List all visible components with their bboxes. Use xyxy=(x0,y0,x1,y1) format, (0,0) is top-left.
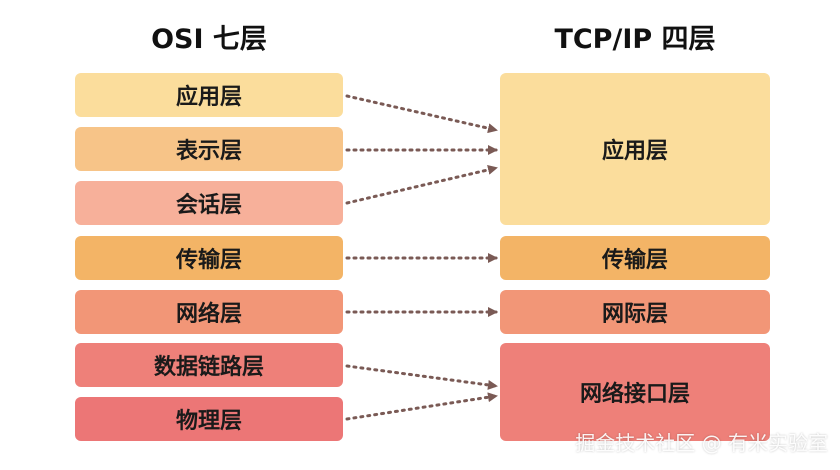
osi-title: OSI 七层 xyxy=(151,24,267,55)
arrow-session-to-application xyxy=(345,164,498,205)
tcpip-transport-layer: 传输层 xyxy=(500,236,770,280)
osi-application-layer: 应用层 xyxy=(75,73,343,117)
arrow-application-to-application xyxy=(345,94,498,134)
osi-datalink-layer: 数据链路层 xyxy=(75,343,343,387)
osi-presentation-layer: 表示层 xyxy=(75,127,343,171)
osi-physical-layer: 物理层 xyxy=(75,397,343,441)
arrow-physical-to-link xyxy=(345,392,498,421)
tcpip-title: TCP/IP 四层 xyxy=(554,24,716,55)
osi-session-layer: 会话层 xyxy=(75,181,343,225)
watermark: 掘金技术社区 @ 有米实验室 xyxy=(575,431,828,455)
osi-transport-layer: 传输层 xyxy=(75,236,343,280)
tcpip-link-layer: 网络接口层 xyxy=(500,343,770,441)
tcpip-application-layer: 应用层 xyxy=(500,73,770,225)
arrow-datalink-to-link xyxy=(345,364,498,390)
tcpip-internet-layer: 网际层 xyxy=(500,290,770,334)
osi-network-layer: 网络层 xyxy=(75,290,343,334)
